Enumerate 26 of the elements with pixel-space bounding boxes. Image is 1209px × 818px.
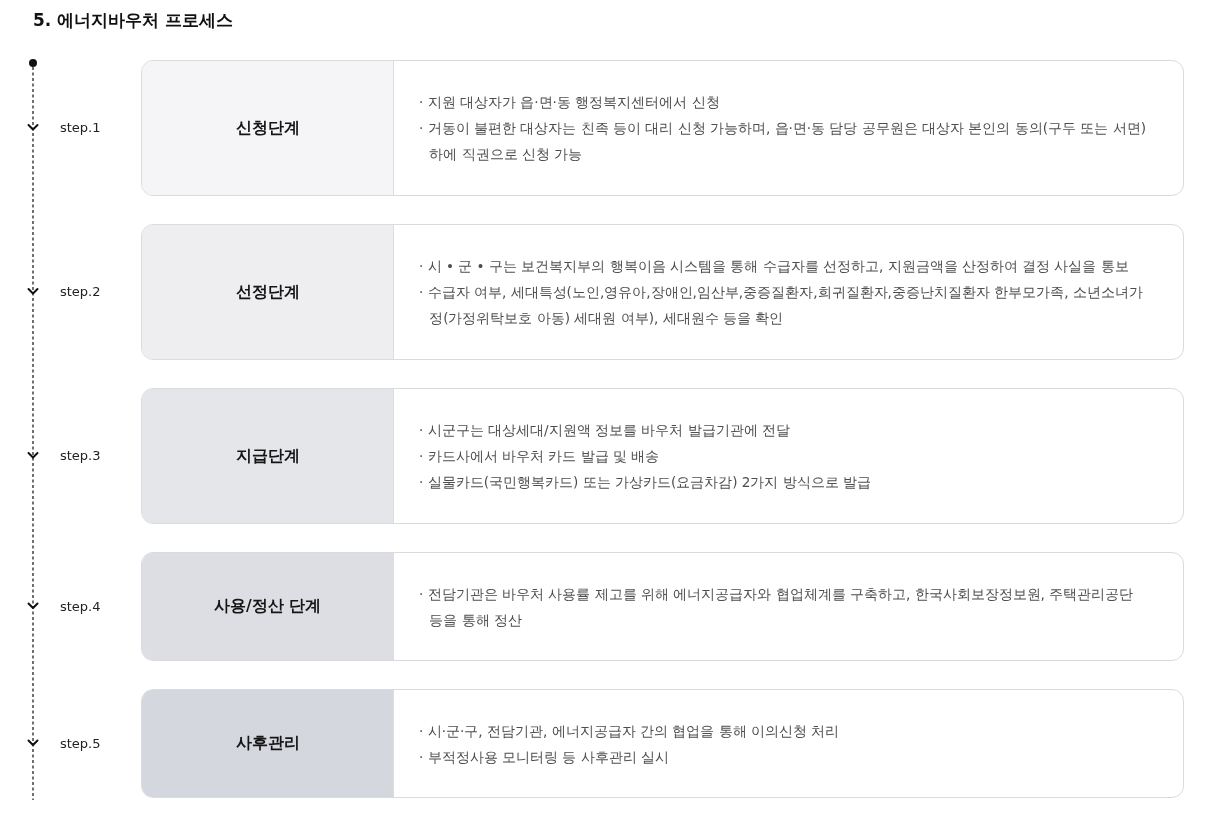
step-label: step.2 <box>60 283 101 301</box>
step-card <box>141 552 1184 661</box>
step-label: step.5 <box>60 734 101 753</box>
bullet-item: · 시·군·구, 전담기관, 에너지공급자 간의 협업을 통해 이의신청 처리 <box>419 721 841 741</box>
step-card <box>141 689 1184 798</box>
bullet-item: · 전담기관은 바우처 사용률 제고를 위해 에너지공급자와 협업체계를 구축하고, 한국사회보장정보원, 주택관리공단 등을 통해 정산 <box>419 584 1135 630</box>
step-card <box>141 60 1184 196</box>
stage-panel: 선정단계 <box>142 225 394 359</box>
step-label: step.3 <box>60 447 101 465</box>
step-label: step.1 <box>60 119 101 137</box>
bullet-item: · 시 • 군 • 구는 보건복지부의 행복이음 시스템을 통해 수급자를 선정하고, 지원금액을 산정하여 결정 사실을 통보 <box>419 257 1130 276</box>
bullet-item: · 거동이 불편한 대상자는 친족 등이 대리 신청 가능하며, 읍·면·동 담당 공무원은 대상자 본인의 동의(구두 또는 서면) 하에 직권으로 신청 가능 <box>419 119 1148 164</box>
stage-panel: 사후관리 <box>142 690 394 797</box>
bullet-item: · 카드사에서 바우처 카드 발급 및 배송 <box>419 447 661 466</box>
stage-panel: 신청단계 <box>142 61 394 195</box>
bullet-item: · 지원 대상자가 읍·면·동 행정복지센터에서 신청 <box>419 93 721 112</box>
bullet-item: · 시군구는 대상세대/지원액 정보를 바우처 발급기관에 전달 <box>419 421 791 440</box>
heading: 5. 에너지바우처 프로세스 <box>33 9 234 32</box>
step-label: step.4 <box>60 597 101 616</box>
bullet-item: · 실물카드(국민행복카드) 또는 가상카드(요금차감) 2가지 방식으로 발급 <box>419 473 873 492</box>
stage-panel: 지급단계 <box>142 389 394 523</box>
step-card <box>141 388 1184 524</box>
bullet-item: · 부적정사용 모니터링 등 사후관리 실시 <box>419 747 670 767</box>
step-card <box>141 224 1184 360</box>
bullet-item: · 수급자 여부, 세대특성(노인,영유아,장애인,임산부,중증질환자,희귀질환자,중증난치질환자 한부모가족, 소년소녀가정(가정위탁보호 아동) 세대원 여부), 세대원수 등을 확인 <box>419 283 1144 328</box>
stage-panel: 사용/정산 단계 <box>142 553 394 660</box>
